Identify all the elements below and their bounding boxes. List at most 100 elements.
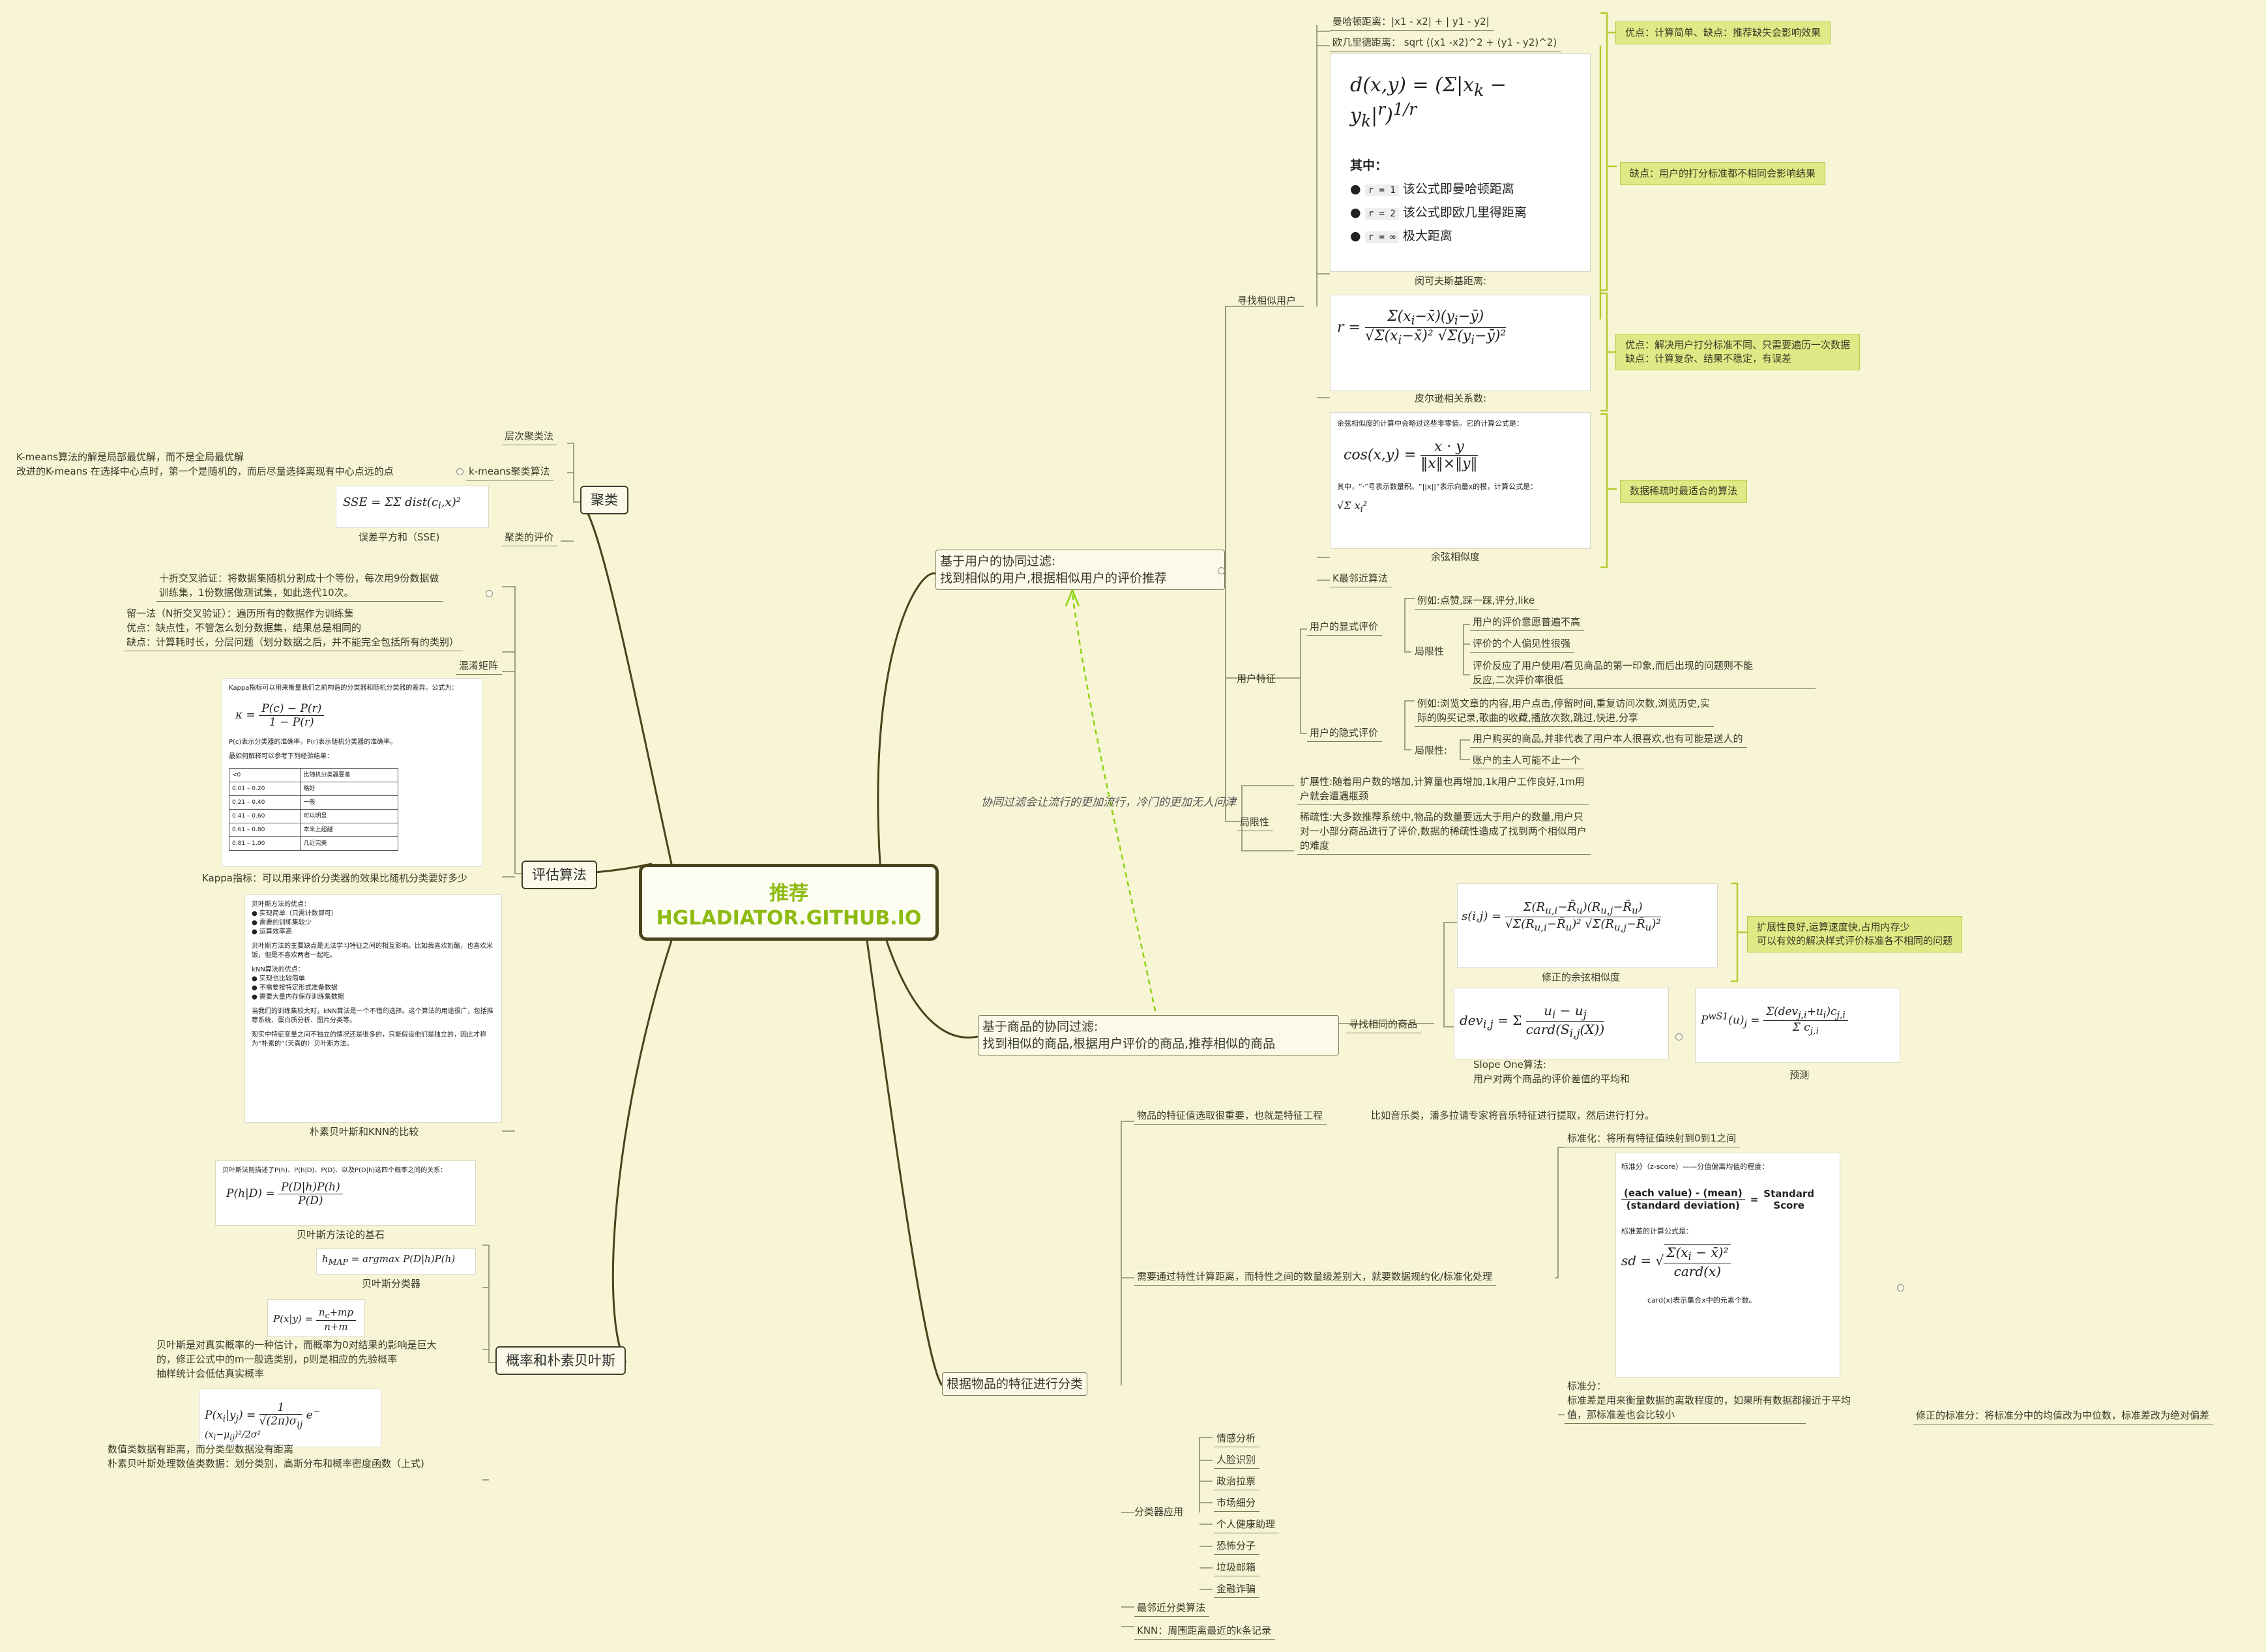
kappa-table-cell: 0.61 – 0.80	[228, 823, 301, 837]
explicit-limit-2: 评价的个人偏见性很强	[1470, 636, 1575, 653]
classifier-applications[interactable]: 分类器应用	[1134, 1506, 1184, 1518]
implicit-limit: 局限性:	[1415, 745, 1448, 756]
bayes-rule-image: 贝叶斯法则描述了P(h)、P(h|D)、P(D)、以及P(D|h)这四个概率之间…	[215, 1160, 476, 1226]
minkowski-formula-image: d(x,y) = (Σ|xk − yk|r)1/r 其中： ● r = 1 该公…	[1330, 53, 1591, 272]
find-similar-users[interactable]: 寻找相似用户	[1237, 295, 1297, 306]
kmeans[interactable]: k-means聚类算法	[466, 464, 554, 480]
collapse-dot[interactable]	[1897, 1284, 1904, 1291]
note-item-cf: 扩展性良好,运算速度快,占用内存少可以有效的解决样式评价标准各不相同的问题	[1747, 916, 1963, 952]
bayes-knn-compare-label: 朴素贝叶斯和KNN的比较	[310, 1126, 419, 1138]
application-item[interactable]: 政治拉票	[1214, 1474, 1260, 1490]
kappa-table-cell: 可以明显	[300, 809, 398, 823]
laplace-note: 贝叶斯是对真实概率的一种估计，而概率为0对结果的影响是巨大的，修正公式中的m一般…	[156, 1339, 437, 1379]
cosine-formula-image: 余弦相似度的计算中会略过这些非零值。它的计算公式是： cos(x,y) = x …	[1330, 412, 1591, 549]
note-manhattan: 优点：计算简单、缺点：推荐缺失会影响效果	[1615, 22, 1831, 44]
explicit-rating[interactable]: 用户的显式评价	[1307, 619, 1383, 636]
ten-fold-cv: 十折交叉验证：将数据集随机分割成十个等份，每次用9份数据做训练集，1份数据做测试…	[156, 571, 443, 602]
implicit-limit-2: 账户的主人可能不止一个	[1470, 753, 1585, 769]
nearest-neighbor[interactable]: 最邻近分类算法	[1134, 1600, 1210, 1617]
knn-label[interactable]: K最邻近算法	[1330, 571, 1392, 587]
manhattan-distance[interactable]: 曼哈顿距离：|x1 - x2| + | y1 - y2|	[1330, 14, 1494, 31]
collapse-dot[interactable]	[456, 468, 464, 475]
kappa-table-cell: 0.21 – 0.40	[228, 795, 301, 810]
euclid-distance[interactable]: 欧几里德距离： sqrt ((x1 -x2)^2 + (y1 - y2)^2)	[1330, 35, 1561, 52]
confusion-matrix[interactable]: 混淆矩阵	[456, 658, 503, 675]
find-similar-items[interactable]: 寻找相同的商品	[1346, 1017, 1422, 1033]
explicit-example: 例如:点赞,踩一踩,评分,like	[1415, 593, 1539, 610]
kappa-table-cell: 本来上超越	[300, 823, 398, 837]
collapse-dot[interactable]	[1218, 567, 1225, 574]
leave-one-out: 留一法（N折交叉验证）：遍历所有的数据作为训练集优点：缺点性，不管怎么划分数据集…	[124, 606, 464, 651]
collapse-dot[interactable]	[1675, 1033, 1683, 1040]
note-pearson: 优点：解决用户打分标准不同、只需要遍历一次数据缺点：计算复杂、结果不稳定，有误差	[1615, 334, 1861, 370]
kappa-table-cell: 0.81 – 1.00	[228, 836, 301, 851]
prediction-label: 预测	[1789, 1069, 1810, 1081]
application-item[interactable]: 垃圾邮箱	[1214, 1560, 1260, 1576]
implicit-rating[interactable]: 用户的隐式评价	[1307, 726, 1383, 742]
numeric-data-note: 数值类数据有距离，而分类型数据没有距离朴素贝叶斯处理数值类数据：划分类别，高斯分…	[108, 1443, 424, 1469]
std-score-note: 标准分：标准差是用来衡量数据的离散程度的，如果所有数据都接近于平均值，那标准差也…	[1565, 1379, 1851, 1424]
map-formula-image: hMAP = argmax P(D|h)P(h)	[316, 1248, 476, 1275]
user-features[interactable]: 用户特征	[1237, 673, 1276, 685]
note-cosine: 数据稀疏时最适合的算法	[1620, 480, 1748, 503]
sse-formula-image: SSE = ΣΣ dist(ci,x)²	[336, 486, 489, 528]
adjusted-cosine-image: s(i,j) = Σ(Ru,i−R̄u)(Ru,j−R̄u)√Σ(Ru,i−R̄…	[1457, 883, 1718, 968]
implicit-example: 例如:浏览文章的内容,用户点击,停留时间,重复访问次数,浏览历史,实际的购买记录…	[1415, 696, 1714, 727]
bayes-rule-label: 贝叶斯方法论的基石	[297, 1229, 385, 1241]
bayes-classifier-label: 贝叶斯分类器	[362, 1278, 421, 1290]
kappa-label: Kappa指标：可以用来评价分类器的效果比随机分类要好多少	[202, 872, 468, 884]
sse-label: 误差平方和（SSE)	[359, 531, 440, 543]
relationship-label: 协同过滤会让流行的更加流行，冷门的更加无人问津	[981, 796, 1236, 809]
collapse-dot[interactable]	[486, 590, 493, 597]
knn-records[interactable]: KNN：周围距离最近的k条记录	[1134, 1623, 1275, 1640]
pearson-label: 皮尔逊相关系数:	[1415, 392, 1487, 404]
application-item[interactable]: 情感分析	[1214, 1431, 1260, 1447]
implicit-limit-1: 用户购买的商品,并非代表了用户本人很喜欢,也有可能是送人的	[1470, 731, 1747, 748]
pearson-formula-image: r = Σ(xi−x̄)(yi−ȳ)√Σ(xi−x̄)² √Σ(yi−ȳ)²	[1330, 295, 1591, 391]
sparsity-note: 稀疏性:大多数推荐系统中,物品的数量要远大于用户的数量,用户只对一小部分商品进行…	[1297, 810, 1591, 855]
user-cf-limits[interactable]: 局限性	[1237, 815, 1274, 831]
zscore-image: 标准分（z-score）——分值偏离均值的程度： (each value) - …	[1615, 1153, 1840, 1378]
branch-feature-classification[interactable]: 根据物品的特征进行分类	[942, 1372, 1088, 1396]
application-item[interactable]: 个人健康助理	[1214, 1517, 1280, 1533]
kappa-table-cell: 比随机分类器要差	[300, 768, 398, 782]
kappa-table-cell: 一般	[300, 795, 398, 810]
adjusted-cosine-label: 修正的余弦相似度	[1542, 971, 1621, 983]
kappa-image: Kappa指标可以用来衡量我们之前构造的分类器和随机分类器的差异。公式为： κ …	[222, 678, 482, 867]
application-item[interactable]: 人脸识别	[1214, 1453, 1260, 1469]
normalization[interactable]: 需要通过特性计算距离，而特性之间的数量级差别大，就要数据规约化/标准化处理	[1134, 1269, 1497, 1286]
bayes-knn-compare-image: 贝叶斯方法的优点： ● 实现简单（只需计数即可） ● 需要的训练集较少 ● 运算…	[244, 894, 502, 1123]
branch-user-cf[interactable]: 基于用户的协同过滤:找到相似的用户,根据相似用户的评价推荐	[935, 550, 1225, 590]
branch-clustering[interactable]: 聚类	[580, 486, 628, 514]
explicit-limit-1: 用户的评价意愿普遍不高	[1470, 615, 1585, 631]
branch-evaluation[interactable]: 评估算法	[522, 861, 597, 889]
kmeans-note: K-means算法的解是局部最优解，而不是全局最优解改进的K-means 在选择…	[16, 451, 394, 477]
note-minkowski: 缺点：用户的打分标准都不相同会影响结果	[1620, 162, 1826, 185]
application-item[interactable]: 恐怖分子	[1214, 1539, 1260, 1555]
scalability-note: 扩展性:随着用户数的增加,计算量也再增加,1k用户工作良好,1m用户就会遭遇瓶颈	[1297, 774, 1589, 805]
kappa-table-cell: 略好	[300, 782, 398, 796]
modified-std-score: 修正的标准分：将标准分中的均值改为中位数，标准差改为绝对偏差	[1913, 1408, 2214, 1424]
kappa-table-cell: <0	[228, 768, 301, 782]
branch-probability-bayes[interactable]: 概率和朴素贝叶斯	[495, 1346, 626, 1375]
explicit-limit: 局限性	[1415, 645, 1445, 657]
cluster-evaluation[interactable]: 聚类的评价	[502, 530, 558, 546]
hierarchical-clustering[interactable]: 层次聚类法	[502, 429, 558, 445]
feature-engineering[interactable]: 物品的特征值选取很重要，也就是特征工程	[1134, 1108, 1327, 1125]
branch-item-cf[interactable]: 基于商品的协同过滤:找到相似的商品,根据用户评价的商品,推荐相似的商品	[978, 1015, 1339, 1055]
application-item[interactable]: 市场细分	[1214, 1496, 1260, 1512]
slope-one-label: Slope One算法:用户对两个商品的评价差值的平均和	[1473, 1059, 1630, 1085]
application-item[interactable]: 金融诈骗	[1214, 1582, 1260, 1598]
minkowski-label: 闵可夫斯基距离:	[1415, 275, 1487, 287]
